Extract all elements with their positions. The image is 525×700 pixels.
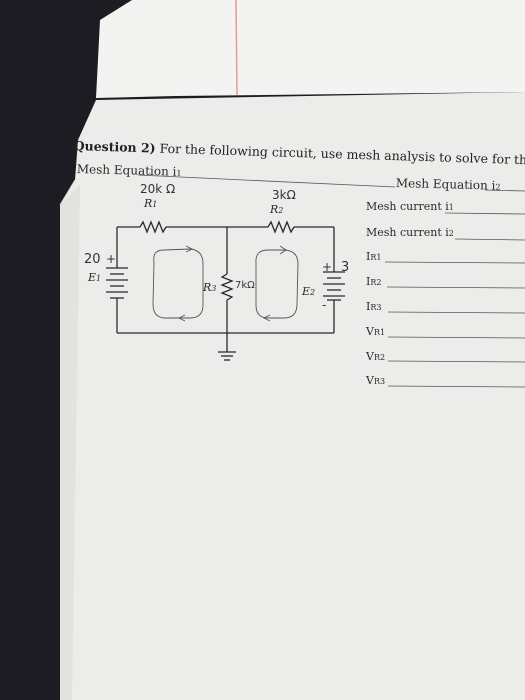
answer-current-r1: IR1 [366,250,382,263]
e2-value: 3 [341,260,350,275]
r3-value: 7kΩ [235,280,255,291]
answer-mesh-current-i2: Mesh current i2 [366,226,454,239]
answer-current-r3: IR3 [366,300,382,313]
r2-value: 3kΩ [272,188,296,202]
answer-voltage-r3: VR3 [366,374,386,387]
mesh-eq-i2-blank [484,189,525,192]
resistor-r2 [267,220,295,234]
answer-voltage-r1: VR1 [366,325,386,338]
front-sheet [60,92,525,700]
answer-voltage-r2: VR2 [366,350,386,363]
mesh-loop-i2 [255,249,299,319]
e1-label: E1 [88,271,102,284]
margin-line [235,0,238,96]
r1-value: 20k Ω [140,182,176,196]
mesh-loop-i1 [152,248,204,319]
e1-value: 20 [84,252,101,267]
r1-label: R1 [144,197,158,210]
e2-minus-sign: - [322,298,327,312]
answer-current-r2: IR2 [366,275,382,288]
resistor-r3 [220,273,234,301]
mesh-eq-i1-blank [137,174,396,188]
resistor-r1 [139,220,167,234]
answer-mesh-current-i1: Mesh current i1 [366,200,454,213]
e2-label: E2 [302,285,316,298]
r2-label: R2 [270,203,284,216]
back-sheet [96,0,525,98]
e1-plus-sign: + [106,252,117,266]
e2-plus-sign: + [322,260,333,274]
r3-label: R3 [203,281,217,294]
